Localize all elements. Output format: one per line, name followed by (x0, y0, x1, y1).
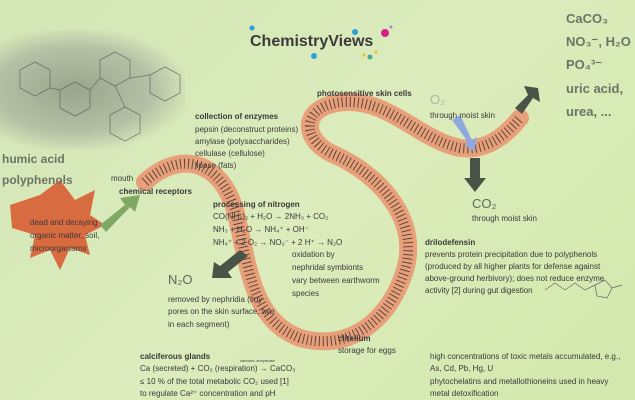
enzymes-title: collection of enzymes (195, 112, 279, 121)
humic-acid-structure (19, 51, 181, 142)
food-arrow (100, 195, 140, 232)
enzyme-item: cellulase (cellulose) (195, 149, 265, 158)
furan-structure (544, 279, 623, 299)
calciferous-line: Ca (secreted) + CO₂ (respiration) → CaCO… (140, 364, 296, 373)
decaying-line: organic matter, soil, (30, 231, 100, 240)
nitrogen-note: species (292, 289, 320, 298)
nitrogen-equation: CO(NH₂)₂ + H₂O → 2NH₃ + CO₂ (213, 212, 329, 221)
n2o-note: removed by nephridia (tiny (168, 295, 263, 304)
polyphenols-label: polyphenols (2, 173, 73, 187)
earthworm-segments (141, 96, 524, 347)
metals-line: phytochelatins and metallothioneins used… (430, 377, 609, 386)
enzyme-item: lipase (fats) (195, 161, 237, 170)
nitrogen-equation: NH₃ + H₂O → NH₄⁺ + OH⁻ (213, 225, 309, 234)
o2-note: through moist skin (430, 111, 495, 120)
o2-label: O₂ (430, 92, 446, 107)
excretion-item: NO₃⁻, H₂O (566, 34, 631, 49)
drilodefensin-line: activity [2] during gut digestion (425, 286, 533, 295)
photosensitive-label: photosensitive skin cells (317, 89, 412, 98)
excretion-item: PO₄³⁻ (566, 57, 603, 72)
enzyme-item: amylase (polysaccharides) (195, 137, 290, 146)
metals-line: As, Cd, Pb, Hg, U (430, 364, 494, 373)
co2-label: CO₂ (472, 196, 497, 211)
n2o-note: pores on the skin surface, two (168, 307, 275, 316)
excretion-item: urea, ... (566, 104, 612, 119)
carbonic-anhydrase-label: carbonic anhydrase (240, 358, 275, 363)
calciferous-line: to regulate Ca²⁺ concentration and pH (140, 389, 276, 398)
decaying-line: dead and decaying (30, 218, 98, 227)
decaying-line: microorganisms (30, 244, 87, 253)
nitrogen-note: nephridal symbionts (292, 263, 364, 272)
molecule-background (0, 30, 185, 150)
metals-line: high concentrations of toxic metals accu… (430, 352, 621, 361)
metals-line: metal detoxification (430, 389, 499, 398)
drilodefensin-line: prevents protein precipitation due to po… (425, 250, 598, 259)
calciferous-line: ≤ 10 % of the total metabolic CO₂ used [… (140, 377, 289, 386)
clitellum-note: storage for eggs (338, 346, 396, 355)
n2o-note: in each segment) (168, 320, 230, 329)
nitrogen-equation: NH₄⁺ + 2 O₂ → NO₂⁻ + 2 H⁺ → N₂O (213, 238, 343, 247)
mouth-label: mouth (111, 174, 134, 183)
n2o-arrow (212, 250, 248, 278)
nitrogen-note: oxidation by (292, 250, 335, 259)
co2-note: through moist skin (472, 214, 537, 223)
drilodefensin-line: (produced by all higher plants for defen… (425, 262, 601, 271)
co2-arrow (464, 158, 486, 192)
logo-dots (249, 25, 393, 60)
nitrogen-title: processing of nitrogen (213, 200, 300, 209)
chemical-receptors-label: chemical receptors (119, 187, 192, 196)
enzyme-item: pepsin (deconstruct proteins) (195, 125, 299, 134)
chemistryviews-logo: ChemistryViews (250, 33, 374, 50)
drilodefensin-title: drilodefensin (425, 238, 476, 247)
humic-acid-label: humic acid (2, 152, 65, 166)
calciferous-title: calciferous glands (140, 352, 211, 361)
drilodefensin-line: above-ground herbivory); does not reduce… (425, 274, 605, 283)
n2o-label: N₂O (168, 272, 193, 287)
excretion-arrow (515, 86, 540, 114)
nitrogen-note: vary between earthworm (292, 276, 380, 285)
o2-arrow (452, 115, 477, 152)
excretion-item: uric acid, (566, 81, 624, 96)
excretion-item: CaCO₃ (566, 11, 609, 26)
leaf (10, 180, 105, 270)
clitellum-title: clitellum (338, 334, 371, 343)
